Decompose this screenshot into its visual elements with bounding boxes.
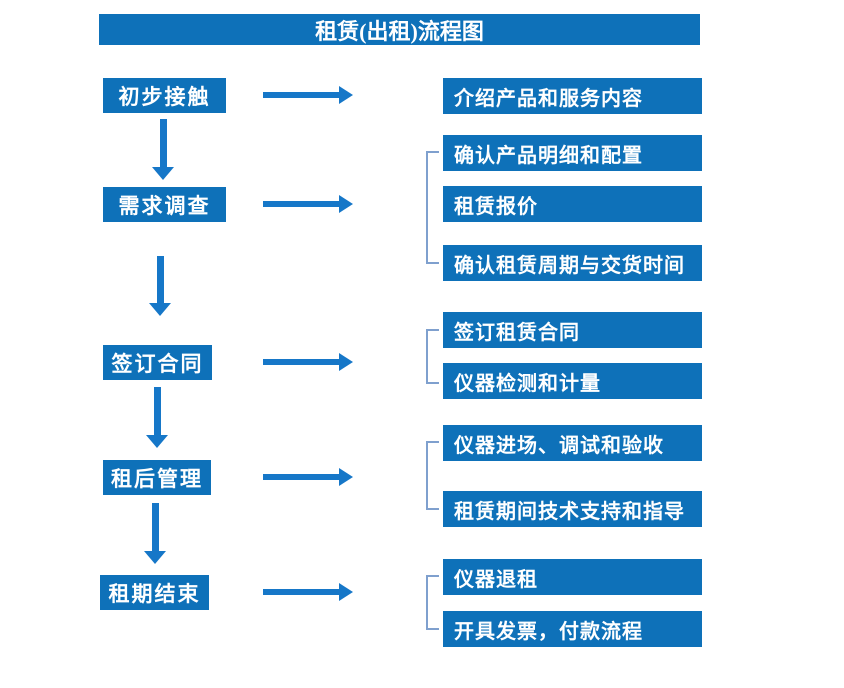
stage-label: 需求调查 bbox=[118, 193, 211, 218]
arrow-head bbox=[339, 468, 353, 486]
group-bracket bbox=[426, 575, 439, 630]
arrow-head bbox=[339, 86, 353, 104]
detail-box: 仪器退租 bbox=[443, 559, 702, 595]
arrow-shaft bbox=[263, 359, 339, 365]
down-arrow-icon bbox=[146, 387, 168, 448]
stage-box-demand-survey: 需求调查 bbox=[103, 187, 226, 222]
arrow-shaft bbox=[263, 474, 339, 480]
arrow-shaft bbox=[159, 119, 167, 167]
detail-label: 开具发票，付款流程 bbox=[454, 620, 643, 643]
title-bar: 租赁(出租)流程图 bbox=[99, 14, 700, 45]
detail-label: 确认租赁周期与交货时间 bbox=[454, 254, 685, 277]
detail-box: 仪器检测和计量 bbox=[443, 363, 702, 399]
detail-box: 租赁期间技术支持和指导 bbox=[443, 491, 702, 527]
detail-box: 仪器进场、调试和验收 bbox=[443, 425, 702, 461]
right-arrow-icon bbox=[263, 195, 353, 213]
detail-label: 仪器退租 bbox=[454, 568, 538, 591]
detail-box: 确认租赁周期与交货时间 bbox=[443, 245, 702, 281]
stage-box-lease-end: 租期结束 bbox=[100, 575, 209, 610]
right-arrow-icon bbox=[263, 583, 353, 601]
stage-label: 租期结束 bbox=[108, 581, 201, 606]
detail-box: 签订租赁合同 bbox=[443, 312, 702, 348]
detail-box: 租赁报价 bbox=[443, 186, 702, 222]
arrow-head bbox=[339, 353, 353, 371]
arrow-shaft bbox=[263, 201, 339, 207]
arrow-head bbox=[149, 303, 171, 316]
stage-box-post-rental-management: 租后管理 bbox=[103, 460, 211, 495]
group-bracket bbox=[426, 329, 439, 384]
down-arrow-icon bbox=[152, 119, 174, 180]
detail-label: 仪器进场、调试和验收 bbox=[454, 434, 664, 457]
detail-label: 确认产品明细和配置 bbox=[454, 144, 643, 167]
detail-label: 仪器检测和计量 bbox=[454, 372, 601, 395]
arrow-head bbox=[339, 195, 353, 213]
detail-box: 开具发票，付款流程 bbox=[443, 611, 702, 647]
arrow-shaft bbox=[151, 503, 159, 551]
right-arrow-icon bbox=[263, 468, 353, 486]
stage-box-sign-contract: 签订合同 bbox=[103, 345, 212, 380]
detail-box: 确认产品明细和配置 bbox=[443, 135, 702, 171]
arrow-head bbox=[339, 583, 353, 601]
stage-label: 签订合同 bbox=[111, 351, 204, 376]
down-arrow-icon bbox=[144, 503, 166, 564]
group-bracket bbox=[426, 441, 439, 510]
detail-label: 租赁报价 bbox=[454, 195, 538, 218]
right-arrow-icon bbox=[263, 353, 353, 371]
detail-label: 租赁期间技术支持和指导 bbox=[454, 500, 685, 523]
arrow-shaft bbox=[263, 92, 339, 98]
detail-label: 签订租赁合同 bbox=[454, 321, 580, 344]
down-arrow-icon bbox=[149, 256, 171, 316]
group-bracket bbox=[426, 151, 439, 264]
detail-box: 介绍产品和服务内容 bbox=[443, 78, 702, 114]
right-arrow-icon bbox=[263, 86, 353, 104]
page-title: 租赁(出租)流程图 bbox=[315, 18, 484, 44]
arrow-head bbox=[152, 167, 174, 180]
stage-label: 初步接触 bbox=[118, 84, 211, 109]
stage-label: 租后管理 bbox=[111, 466, 203, 491]
arrow-shaft bbox=[156, 256, 164, 303]
arrow-shaft bbox=[263, 589, 339, 595]
detail-label: 介绍产品和服务内容 bbox=[454, 87, 643, 110]
stage-box-initial-contact: 初步接触 bbox=[103, 78, 226, 113]
arrow-head bbox=[144, 551, 166, 564]
arrow-shaft bbox=[153, 387, 161, 435]
arrow-head bbox=[146, 435, 168, 448]
